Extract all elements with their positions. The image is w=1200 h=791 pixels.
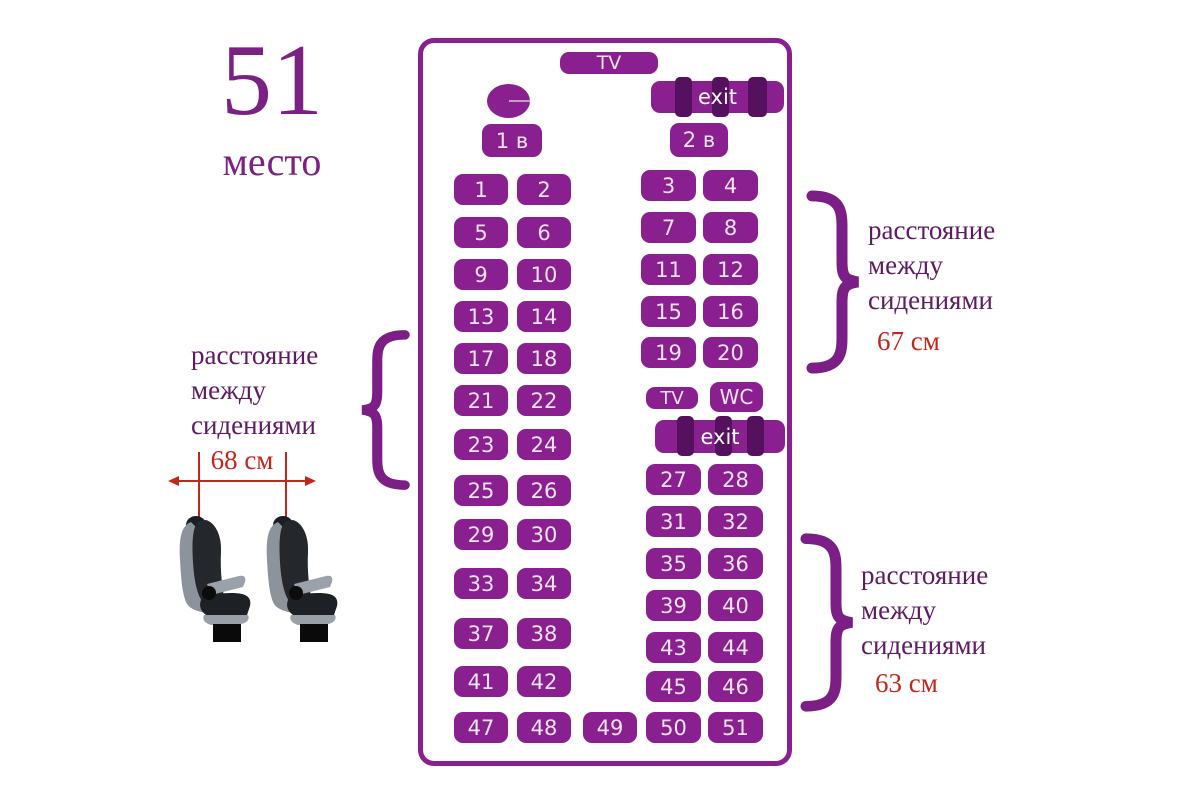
wc-label: WC	[710, 382, 763, 412]
exit-front-label: exit	[697, 85, 738, 109]
spacing-value-67: 67 см	[877, 326, 940, 356]
brace-left	[361, 330, 410, 490]
seat-44: 44	[708, 632, 763, 663]
seat-13: 13	[454, 301, 508, 332]
seat-14: 14	[517, 301, 571, 332]
seat-8: 8	[703, 212, 758, 243]
annotation-line: между	[868, 250, 943, 280]
seat-side-view-icon	[266, 516, 338, 642]
seat-19: 19	[641, 337, 696, 368]
driver-seat-icon	[487, 84, 531, 118]
seat-17: 17	[454, 343, 508, 374]
seat-39: 39	[646, 590, 701, 621]
seat-43: 43	[646, 632, 701, 663]
tv-front-label: TV	[560, 52, 658, 74]
seat-42: 42	[517, 666, 571, 697]
door-stripe-icon	[747, 416, 764, 456]
brace-right-top	[806, 190, 859, 374]
seat-24: 24	[517, 429, 571, 460]
dimension-extension-line	[285, 452, 287, 530]
annotation-line: сидениями	[191, 410, 317, 440]
arrow-left-icon	[168, 476, 179, 486]
brace-right-bottom	[800, 533, 853, 712]
seat-45: 45	[646, 671, 701, 702]
seat-1: 1	[454, 174, 508, 205]
seat-28: 28	[708, 464, 763, 495]
seat-38: 38	[517, 618, 571, 649]
dimension-line	[177, 480, 307, 482]
seat-30: 30	[517, 519, 571, 550]
seat-29: 29	[454, 519, 508, 550]
total-seats-number: 51	[221, 24, 323, 137]
exit-mid-door: exit	[655, 416, 785, 456]
seat-side-view-icon	[179, 516, 251, 642]
seat-21: 21	[454, 385, 508, 416]
seat-25: 25	[454, 475, 508, 506]
seat-22: 22	[517, 385, 571, 416]
seat-32: 32	[708, 506, 763, 537]
seat-50: 50	[646, 712, 701, 743]
seat-9: 9	[454, 259, 508, 290]
seat-20: 20	[703, 337, 758, 368]
seat-40: 40	[708, 590, 763, 621]
door-1-label: 1 в	[482, 124, 542, 157]
seat-23: 23	[454, 429, 508, 460]
seat-7: 7	[641, 212, 696, 243]
door-stripe-icon	[677, 416, 694, 456]
seat-31: 31	[646, 506, 701, 537]
seat-4: 4	[703, 170, 758, 201]
seat-27: 27	[646, 464, 701, 495]
seat-16: 16	[703, 296, 758, 327]
steering-wheel-line	[508, 99, 531, 102]
seat-33: 33	[454, 568, 508, 599]
dimension-extension-line	[198, 452, 200, 530]
seat-41: 41	[454, 666, 508, 697]
door-2-label: 2 в	[670, 123, 728, 157]
seat-11: 11	[641, 254, 696, 285]
exit-mid-label: exit	[700, 424, 740, 449]
seat-18: 18	[517, 343, 571, 374]
seat-12: 12	[703, 254, 758, 285]
seat-34: 34	[517, 568, 571, 599]
seat-10: 10	[517, 259, 571, 290]
spacing-value-68: 68 см	[210, 445, 274, 475]
door-stripe-icon	[712, 77, 729, 117]
door-stripe-icon	[748, 77, 767, 117]
seat-35: 35	[646, 548, 701, 579]
seat-37: 37	[454, 618, 508, 649]
exit-front-door: exit	[651, 77, 784, 117]
spacing-value-63: 63 см	[875, 668, 938, 698]
annotation-line: между	[861, 595, 936, 625]
seat-36: 36	[708, 548, 763, 579]
annotation-left: расстояние между сидениями	[191, 338, 318, 443]
seat-6: 6	[517, 217, 571, 248]
annotation-right-bottom: расстояние между сидениями	[861, 558, 988, 663]
annotation-line: расстояние	[868, 215, 996, 245]
annotation-line: расстояние	[861, 560, 989, 590]
seat-3: 3	[641, 170, 696, 201]
annotation-line: расстояние	[191, 340, 319, 370]
seat-2: 2	[517, 174, 571, 205]
annotation-line: сидениями	[868, 285, 994, 315]
arrow-right-icon	[305, 476, 316, 486]
seat-48: 48	[517, 712, 571, 743]
door-stripe-icon	[715, 416, 732, 456]
seat-26: 26	[517, 475, 571, 506]
annotation-line: сидениями	[861, 630, 987, 660]
seat-15: 15	[641, 296, 696, 327]
annotation-line: между	[191, 375, 266, 405]
seat-5: 5	[454, 217, 508, 248]
seat-47: 47	[454, 712, 508, 743]
seat-51: 51	[708, 712, 763, 743]
seat-46: 46	[708, 671, 763, 702]
door-stripe-icon	[675, 77, 692, 117]
total-seats-label: место	[222, 139, 322, 184]
seat-49: 49	[583, 712, 637, 743]
tv-mid-label: TV	[646, 387, 698, 409]
annotation-right-top: расстояние между сидениями	[868, 213, 995, 318]
